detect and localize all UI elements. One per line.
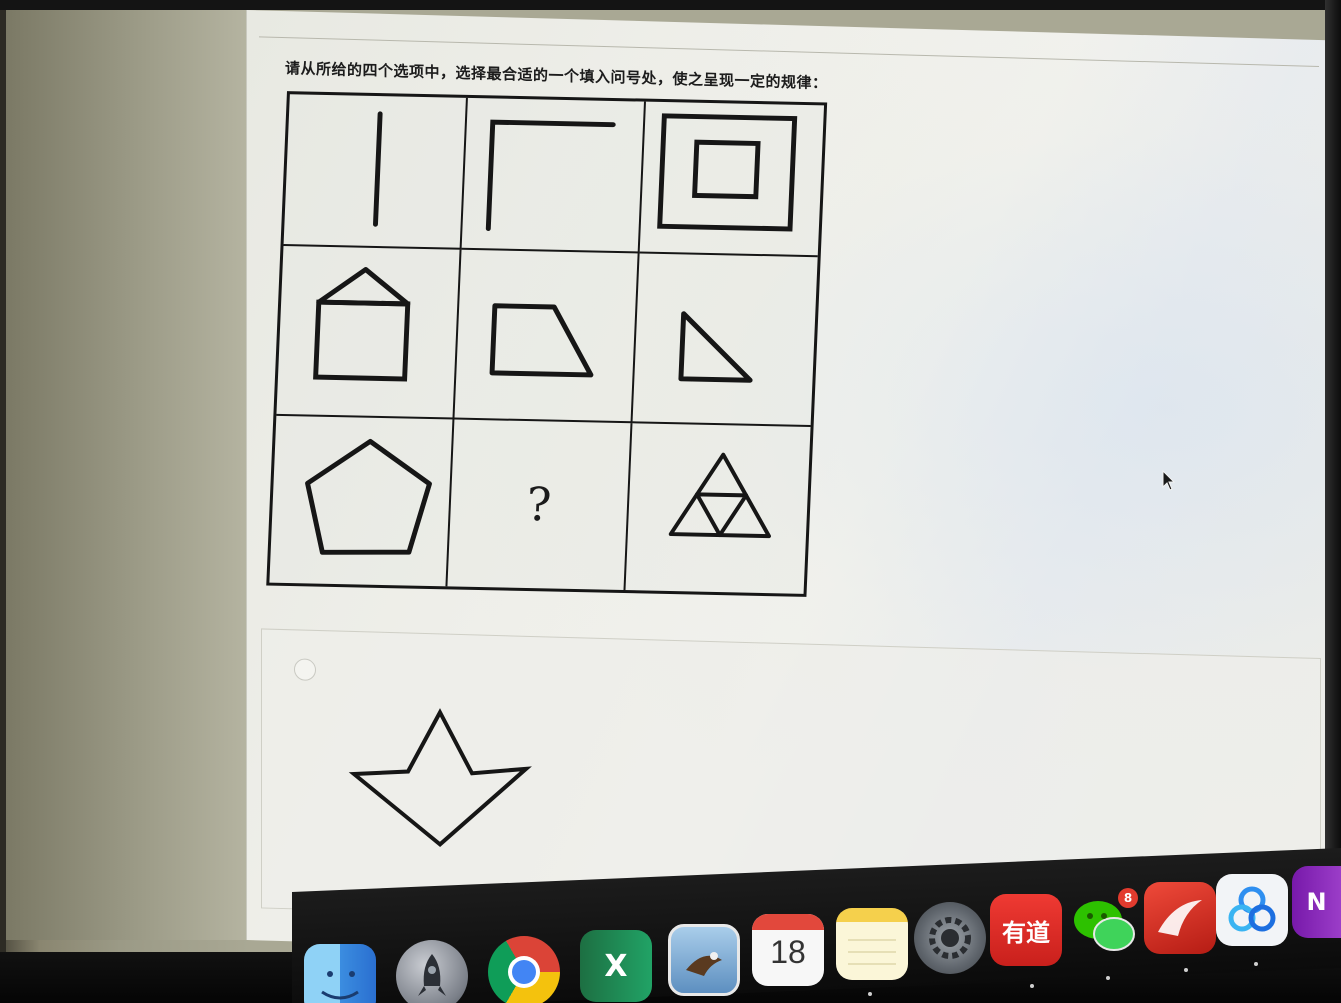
rocket-icon — [396, 940, 468, 1003]
house-shape-figure — [276, 246, 459, 417]
corner-lines-figure — [462, 98, 644, 252]
notes-icon[interactable] — [836, 908, 908, 980]
eagle-photo-icon — [674, 930, 734, 990]
top-bezel — [0, 0, 1341, 10]
chrome-center-icon — [488, 936, 560, 1003]
calendar-header — [752, 914, 824, 930]
right-triangle-figure — [633, 253, 818, 425]
wechat-notification-badge: 8 — [1118, 888, 1138, 908]
onenote-label: N — [1306, 888, 1326, 916]
youdao-label: 有道 — [1002, 913, 1050, 948]
grid-cell-8-missing: ? — [447, 420, 632, 591]
window-sidebar-area — [6, 10, 256, 940]
subdivided-triangle-figure — [625, 423, 810, 594]
grid-cell-4 — [276, 246, 461, 420]
play-swoosh-icon — [1144, 882, 1216, 954]
system-preferences-icon[interactable] — [914, 902, 986, 974]
finder-face-icon — [304, 944, 376, 1003]
running-indicator-dot — [1106, 976, 1110, 980]
baidu-netdisk-icon[interactable] — [1216, 874, 1288, 946]
arrow-diamond-figure — [344, 702, 534, 857]
option-radio-button[interactable] — [294, 658, 316, 681]
question-text: 请从所给的四个选项中，选择最合适的一个填入问号处，使之呈现一定的规律： — [285, 57, 828, 93]
excel-icon[interactable]: X — [580, 930, 652, 1002]
cloud-rings-icon — [1216, 874, 1288, 946]
wechat-icon[interactable]: 8 — [1068, 888, 1140, 960]
pentagon-figure — [269, 416, 452, 586]
question-mark: ? — [450, 475, 628, 533]
grid-cell-9 — [625, 423, 810, 594]
grid-cell-3 — [640, 102, 824, 258]
calendar-day: 18 — [770, 934, 806, 971]
finder-icon[interactable] — [304, 944, 376, 1003]
gear-icon — [914, 902, 986, 974]
excel-label: X — [604, 949, 627, 984]
grid-cell-2 — [462, 98, 646, 254]
running-indicator-dot — [1030, 984, 1034, 988]
notes-lines-icon — [836, 908, 908, 980]
grid-cell-7 — [269, 416, 454, 587]
puzzle-grid: ? — [266, 91, 827, 597]
youdao-translate-icon[interactable] — [1144, 882, 1216, 954]
nested-squares-figure — [640, 102, 824, 256]
chrome-icon[interactable] — [488, 936, 560, 1003]
mouse-cursor-icon — [1162, 470, 1176, 492]
youdao-icon[interactable]: 有道 — [990, 894, 1062, 966]
running-indicator-dot — [868, 992, 872, 996]
calendar-icon[interactable]: 18 — [752, 914, 824, 986]
launchpad-icon[interactable] — [396, 940, 468, 1003]
grid-cell-1 — [284, 94, 468, 250]
grid-cell-5 — [454, 250, 639, 424]
onenote-icon[interactable]: N — [1292, 866, 1341, 938]
vertical-line-figure — [284, 94, 466, 248]
preview-icon[interactable] — [668, 924, 740, 996]
grid-cell-6 — [632, 253, 817, 427]
running-indicator-dot — [1184, 968, 1188, 972]
trapezoid-figure — [455, 250, 638, 421]
running-indicator-dot — [1254, 962, 1258, 966]
